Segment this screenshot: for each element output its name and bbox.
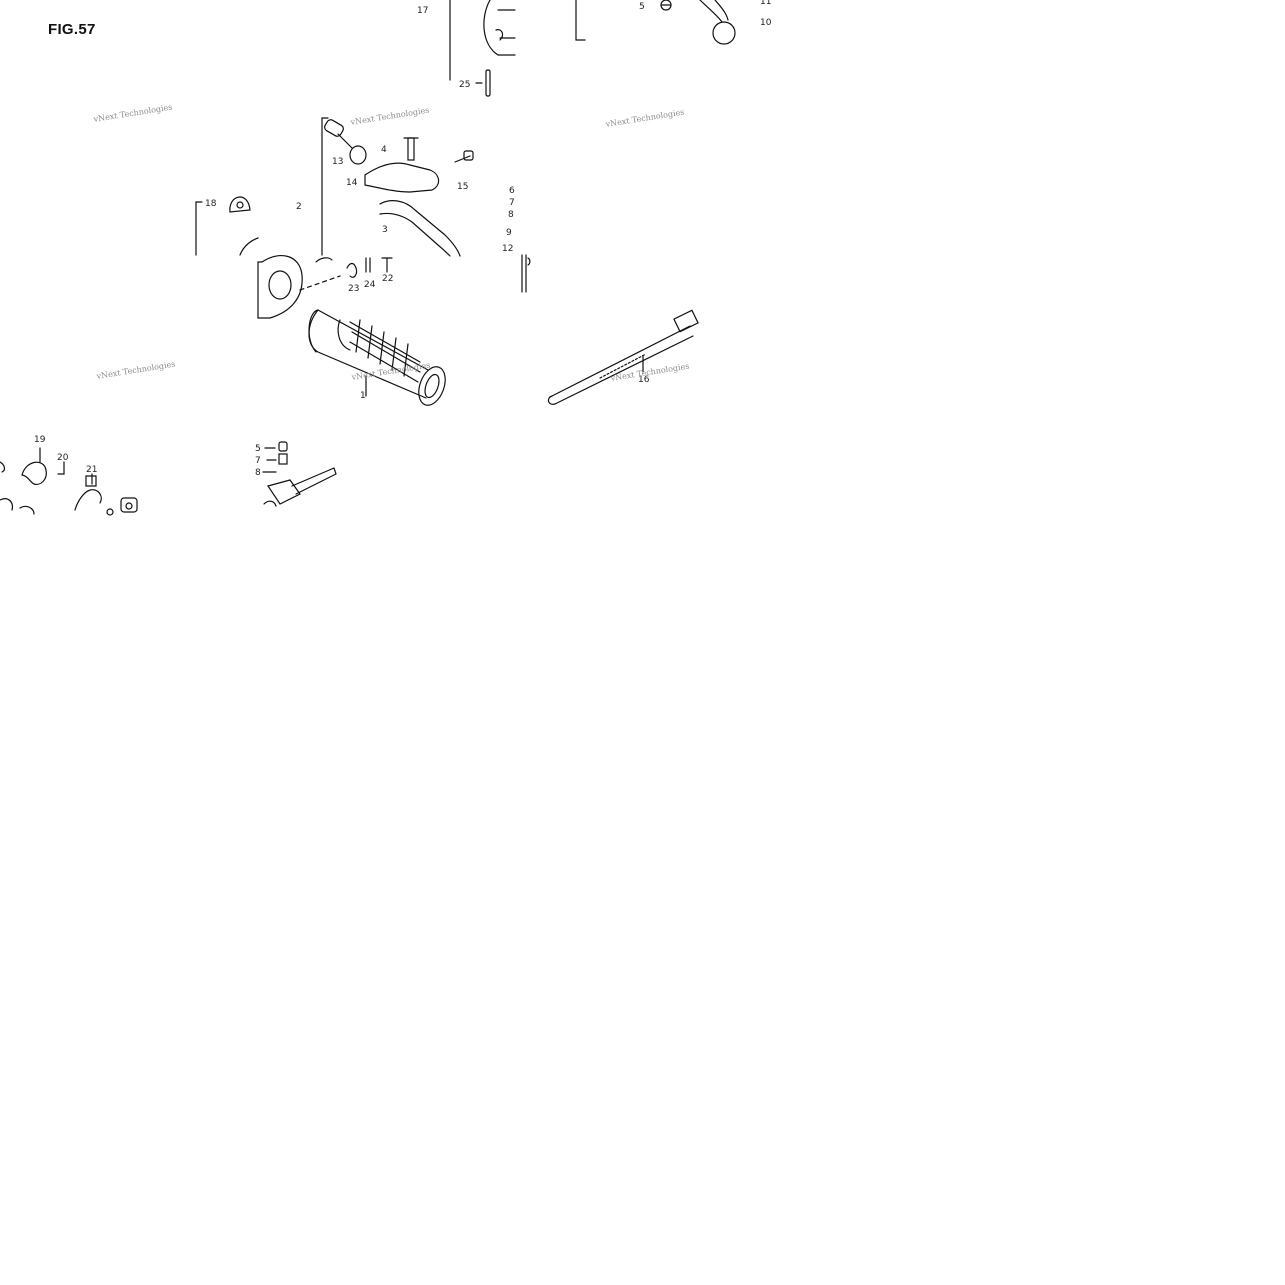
cable-fittings xyxy=(521,254,531,293)
callout-24: 24 xyxy=(364,280,376,290)
callout-labels: 17 25 5 11 10 4 13 14 15 18 2 3 6 7 8 9 … xyxy=(34,0,772,478)
figure-title: FIG.57 xyxy=(48,21,96,38)
callout-6: 6 xyxy=(509,186,515,196)
springs-23-24-22 xyxy=(299,257,393,291)
callout-9: 9 xyxy=(506,228,512,238)
callout-16: 16 xyxy=(638,375,650,385)
callout-2: 2 xyxy=(296,202,302,212)
callout-22: 22 xyxy=(382,274,393,284)
callout-25: 25 xyxy=(459,80,470,90)
callout-14: 14 xyxy=(346,178,358,188)
callout-1: 1 xyxy=(360,391,366,401)
callout-5-bottom: 5 xyxy=(255,444,261,454)
callout-8-bottom: 8 xyxy=(255,468,261,478)
cotter-pin-25 xyxy=(475,69,491,97)
callout-20: 20 xyxy=(57,453,69,463)
callout-17: 17 xyxy=(417,6,428,16)
switch-housing xyxy=(239,237,333,319)
callout-18: 18 xyxy=(205,199,217,209)
callout-5-top: 5 xyxy=(639,2,645,12)
callout-3: 3 xyxy=(382,225,388,235)
clamp-18 xyxy=(195,196,251,256)
callout-15: 15 xyxy=(457,182,468,192)
callout-4: 4 xyxy=(381,145,387,155)
mirror-bracket-parts xyxy=(0,447,138,516)
callout-13: 13 xyxy=(332,157,343,167)
callout-8-right: 8 xyxy=(508,210,514,220)
throttle-housing-part xyxy=(449,0,516,81)
callout-7-right: 7 xyxy=(509,198,515,208)
bracket-line xyxy=(575,0,586,41)
small-switch-assembly xyxy=(262,441,337,507)
callout-23: 23 xyxy=(348,284,359,294)
callout-7-bottom: 7 xyxy=(255,456,261,466)
cable-tie-16 xyxy=(547,309,699,405)
callout-12: 12 xyxy=(502,244,513,254)
lever-holder-assembly xyxy=(321,117,474,257)
handlebar-grip xyxy=(308,309,446,406)
callout-21: 21 xyxy=(86,465,97,475)
callout-11: 11 xyxy=(760,0,771,7)
callout-19: 19 xyxy=(34,435,46,445)
clutch-lever-top xyxy=(660,0,736,45)
callout-10: 10 xyxy=(760,18,772,28)
